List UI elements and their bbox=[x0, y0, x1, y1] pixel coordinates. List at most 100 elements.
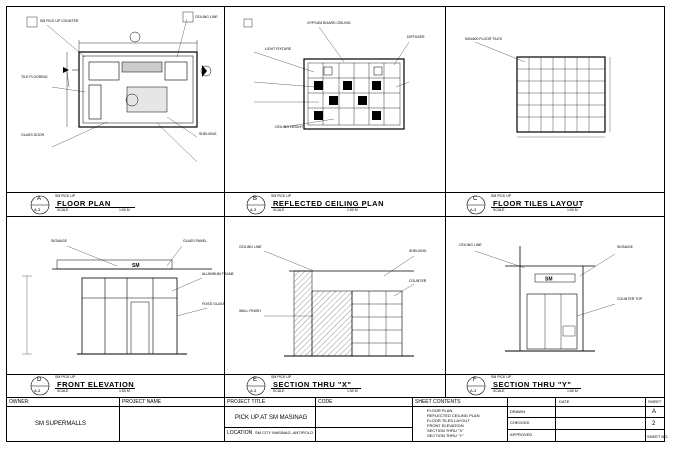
title-block: OWNER: SM SUPERMALLS PROJECT NAME PROJEC… bbox=[7, 397, 669, 441]
panel-d-id: D bbox=[37, 377, 42, 383]
sheet-contents-4: FRONT ELEVATION bbox=[427, 423, 464, 428]
floor-plan-note-4: GLASS DOOR bbox=[21, 133, 45, 137]
sheet-contents-1: FLOOR PLAN bbox=[427, 408, 453, 413]
panel-a-marker bbox=[30, 195, 50, 215]
panel-b-scale: 1:50 M bbox=[347, 208, 358, 212]
panel-e-scale: 1:50 M bbox=[347, 389, 358, 393]
panel-c-underline bbox=[491, 207, 581, 208]
panel-b-underline bbox=[271, 207, 367, 208]
sheet-contents-6: SECTION THRU "Y" bbox=[427, 433, 464, 438]
front-elevation-drawing: SM bbox=[22, 245, 212, 355]
grid-vline-2 bbox=[445, 7, 446, 397]
sheet-contents-3: FLOOR TILES LAYOUT bbox=[427, 418, 470, 423]
sheet-contents-2: REFLECTED CEILING PLAN bbox=[427, 413, 480, 418]
front-note-1: SIGNAGE bbox=[51, 239, 67, 243]
panel-c-scale: 1:50 M bbox=[567, 208, 578, 212]
tb-div-1 bbox=[119, 397, 120, 441]
panel-b-tag: SM PICK UP bbox=[271, 194, 292, 198]
tb-div-7 bbox=[645, 397, 646, 441]
ceiling-plan-drawing bbox=[243, 18, 410, 130]
floor-plan-note-5: SHELVING bbox=[199, 132, 217, 136]
panel-c-id: C bbox=[473, 196, 478, 202]
sheet-letter: A bbox=[652, 409, 657, 415]
panel-e-underline bbox=[271, 388, 361, 389]
sheet-label: SHEET bbox=[648, 399, 662, 404]
panel-e-marker bbox=[246, 376, 266, 396]
panel-a-id: A bbox=[37, 196, 42, 202]
panel-b-title: REFLECTED CEILING PLAN bbox=[273, 199, 385, 208]
section-y-drawing: SM bbox=[474, 246, 616, 352]
panel-f-title: SECTION THRU "Y" bbox=[493, 380, 572, 389]
svg-text:SM: SM bbox=[132, 263, 140, 269]
floor-plan-note-3: TILE FLOORING bbox=[21, 75, 48, 79]
panel-f-marker bbox=[466, 376, 486, 396]
ceiling-note-1: LIGHT FIXTURE bbox=[265, 47, 292, 51]
panel-f-tag: SM PICK UP bbox=[491, 375, 512, 379]
panel-e-id: E bbox=[253, 377, 258, 383]
section-x-note-3: COUNTER bbox=[409, 279, 427, 283]
grid-hline-titlebar-a bbox=[7, 192, 664, 193]
section-x-note-2: SHELVING bbox=[409, 249, 427, 253]
tb-h-2 bbox=[224, 427, 412, 428]
tb-div-3 bbox=[315, 397, 316, 441]
drawing-sheet: SM PICK UP COUNTER CEILING LINE TILE FLO… bbox=[6, 6, 669, 442]
grid-hline-titleblock bbox=[7, 397, 664, 398]
section-y-note-1: CEILING LINE bbox=[459, 243, 482, 247]
panel-a-title: FLOOR PLAN bbox=[57, 199, 111, 208]
tb-div-6 bbox=[555, 397, 556, 441]
front-note-3: ALUMINUM FRAME bbox=[202, 272, 234, 276]
tb-div-4 bbox=[412, 397, 413, 441]
section-x-drawing bbox=[263, 250, 415, 357]
panel-a-scale: 1:50 M bbox=[119, 208, 130, 212]
grid-hline-titlebar-b bbox=[7, 374, 664, 375]
floor-plan-note-2: CEILING LINE bbox=[195, 15, 218, 19]
owner-value: SM SUPERMALLS bbox=[35, 421, 87, 427]
sheet-contents-label: SHEET CONTENTS bbox=[415, 399, 461, 405]
panel-c-tag: SM PICK UP bbox=[491, 194, 512, 198]
panel-d-scale-label: SCALE bbox=[57, 389, 69, 393]
panel-d-title: FRONT ELEVATION bbox=[57, 380, 135, 389]
grid-vline-1 bbox=[224, 7, 225, 397]
tiles-note-1: 600x600 FLOOR TILES bbox=[465, 37, 503, 41]
svg-text:SM: SM bbox=[545, 277, 553, 283]
floor-plan-drawing bbox=[26, 11, 212, 163]
panel-e-scale-label: SCALE bbox=[273, 389, 285, 393]
panel-d-number: A-3 bbox=[34, 388, 41, 393]
panel-c-number: A-3 bbox=[470, 207, 477, 212]
panel-d-scale: 1:50 M bbox=[119, 389, 130, 393]
panel-a-underline bbox=[55, 207, 135, 208]
panel-b-number: A-3 bbox=[250, 207, 257, 212]
project-title-value: PICK UP AT SM MASINAG bbox=[235, 415, 308, 421]
ceiling-note-2: GYPSUM BOARD CEILING bbox=[307, 21, 351, 25]
location-label: LOCATION bbox=[227, 430, 253, 436]
section-x-note-4: WALL FINISH bbox=[239, 309, 261, 313]
panel-d-underline bbox=[55, 388, 135, 389]
section-y-note-3: COUNTER TOP bbox=[617, 297, 643, 301]
code-label: CODE bbox=[318, 399, 333, 405]
panel-c-scale-label: SCALE bbox=[493, 208, 505, 212]
panel-c-title: FLOOR TILES LAYOUT bbox=[493, 199, 584, 208]
panel-d-marker bbox=[30, 376, 50, 396]
tb-h-3 bbox=[507, 417, 664, 418]
panel-a-scale-label: SCALE bbox=[57, 208, 69, 212]
tiles-layout-drawing bbox=[474, 41, 611, 138]
location-value: SM CITY MASINAG, ANTIPOLO bbox=[255, 430, 313, 435]
sheet-number: 2 bbox=[652, 421, 656, 427]
tb-div-5 bbox=[507, 397, 508, 441]
sheet-total-label: SHEET NO. bbox=[647, 434, 669, 439]
panel-b-marker bbox=[246, 195, 266, 215]
section-x-note-1: CEILING LINE bbox=[239, 245, 262, 249]
floor-plan-note-1: SM PICK UP COUNTER bbox=[40, 19, 79, 23]
grid-hline-mid bbox=[7, 216, 664, 217]
section-y-note-2: SIGNAGE bbox=[617, 245, 633, 249]
panel-e-number: A-3 bbox=[250, 388, 257, 393]
tb-div-2 bbox=[224, 397, 225, 441]
checked-label: CHECKED bbox=[510, 420, 530, 425]
date-label: DATE bbox=[559, 399, 570, 404]
panel-b-id: B bbox=[253, 196, 258, 202]
tb-h-4 bbox=[507, 429, 664, 430]
panel-f-scale: 1:50 M bbox=[567, 389, 578, 393]
ceiling-note-3: DIFFUSER bbox=[407, 35, 425, 39]
panel-a-tag: SM PICK UP bbox=[55, 194, 76, 198]
approved-label: APPROVED bbox=[510, 432, 533, 437]
